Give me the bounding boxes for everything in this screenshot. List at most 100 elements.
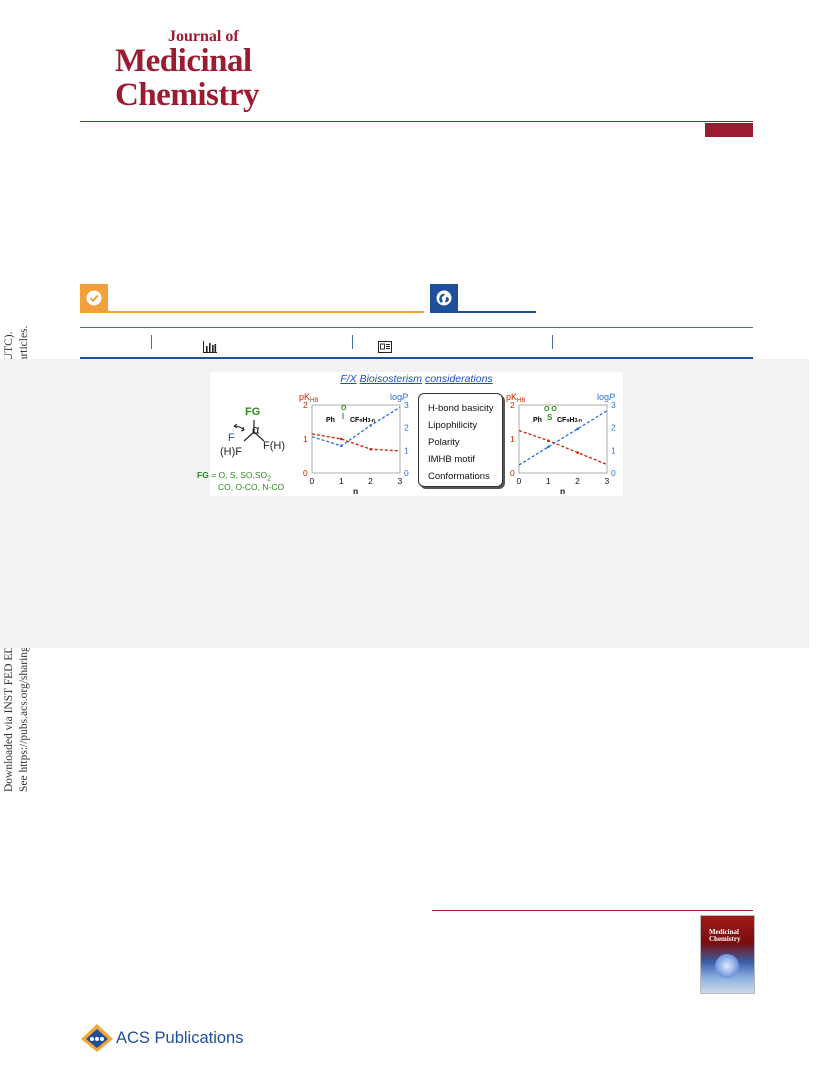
cite-this-underline bbox=[80, 311, 424, 313]
article-recommendations-icon[interactable] bbox=[378, 340, 392, 358]
structure-bonds bbox=[233, 420, 265, 442]
fg-caption-line1: FG = O, S, SO,SO2 bbox=[197, 470, 271, 483]
publisher-name: ACS Publications bbox=[116, 1029, 244, 1047]
compound-ph: Ph bbox=[326, 417, 335, 424]
y-right-tick-label: 3 bbox=[404, 400, 409, 410]
x-axis-label: n bbox=[560, 486, 565, 495]
compound-cf: CFnH3-n bbox=[350, 417, 375, 424]
cover-title-line2: Chemistry bbox=[709, 935, 741, 943]
series-point bbox=[369, 447, 372, 451]
property-item: Lipophilicity bbox=[428, 420, 478, 431]
metrics-separator bbox=[352, 335, 353, 349]
fg-label: FG bbox=[245, 406, 261, 418]
alpha-label: α bbox=[252, 422, 260, 437]
y-left-tick-label: 1 bbox=[303, 434, 308, 444]
series-point bbox=[576, 427, 579, 431]
y-left-label-sub: HB bbox=[310, 398, 318, 404]
cover-art bbox=[715, 954, 739, 978]
compound-ph: Ph bbox=[533, 417, 542, 424]
property-item: H-bond basicity bbox=[428, 403, 494, 414]
y-right-tick-label: 2 bbox=[404, 423, 409, 433]
series-point bbox=[547, 439, 550, 442]
compound-sub-n: n bbox=[566, 418, 569, 424]
open-access-badge[interactable] bbox=[430, 284, 458, 312]
compound-o: O bbox=[341, 405, 347, 412]
x-axis-label: n bbox=[353, 486, 358, 495]
journal-cover-thumbnail[interactable]: Medicinal Chemistry bbox=[700, 915, 755, 994]
plot-frame bbox=[311, 404, 401, 474]
plot-frame bbox=[518, 404, 608, 474]
compound-h: H bbox=[362, 417, 367, 424]
header-rule bbox=[80, 121, 753, 122]
series-line bbox=[311, 433, 401, 452]
fluorine-right: F(H) bbox=[263, 440, 285, 452]
y-right-label: logP bbox=[597, 392, 615, 402]
y-left-tick-label: 0 bbox=[510, 468, 515, 478]
y-right-tick-label: 1 bbox=[404, 445, 409, 455]
fg-structure: FG α F F(H) (H)F FG = O, S, SO,SO2 CO, O… bbox=[197, 402, 300, 497]
series-point bbox=[369, 424, 372, 427]
y-right-tick-label: 3 bbox=[611, 400, 616, 410]
metrics-separator bbox=[151, 335, 152, 349]
y-right-label-italic: P bbox=[609, 392, 615, 402]
series-point bbox=[547, 445, 550, 449]
series-line bbox=[311, 406, 401, 447]
journal-logo-line2: Medicinal bbox=[115, 43, 252, 79]
compound-sub-3n: 3-n bbox=[367, 418, 375, 424]
fluorine-left: F bbox=[228, 432, 235, 444]
compound-sub-3n: 3-n bbox=[574, 418, 582, 424]
acs-emblem-icon bbox=[81, 1024, 113, 1052]
y-left-tick-label: 1 bbox=[510, 434, 515, 444]
x-tick-label: 2 bbox=[368, 476, 373, 486]
fg-caption-fg: FG bbox=[197, 470, 209, 480]
open-access-underline bbox=[430, 311, 536, 313]
compound-s: S bbox=[547, 413, 553, 422]
metrics-separator bbox=[552, 335, 553, 349]
fg-caption-line1-sub: 2 bbox=[267, 474, 272, 483]
y-left-label-sub: HB bbox=[517, 398, 525, 404]
toc-title-part2: Bioisosterism bbox=[359, 373, 423, 385]
fg-caption-line2: CO, O-CO, N-CO bbox=[218, 482, 285, 492]
series-line bbox=[518, 429, 608, 466]
y-left-tick-label: 2 bbox=[510, 400, 515, 410]
series-line bbox=[518, 410, 608, 466]
series-point bbox=[340, 437, 343, 441]
y-left-tick-label: 2 bbox=[303, 400, 308, 410]
article-type-tag bbox=[705, 123, 753, 137]
cover-title-line1: Medicinal bbox=[709, 928, 739, 936]
cover-title: Medicinal Chemistry bbox=[709, 929, 741, 943]
toc-title: F/X Bioisosterism considerations bbox=[210, 373, 623, 385]
x-tick-label: 0 bbox=[310, 476, 315, 486]
x-tick-label: 3 bbox=[398, 476, 403, 486]
y-left-label: pKHB bbox=[299, 392, 318, 404]
y-right-tick-label: 1 bbox=[611, 445, 616, 455]
toc-graphic: F/X Bioisosterism considerations FG α F … bbox=[197, 372, 623, 497]
y-right-label-italic: P bbox=[402, 392, 408, 402]
y-right-tick-label: 0 bbox=[404, 468, 409, 478]
journal-logo-line1: Journal of bbox=[168, 28, 239, 45]
y-right-tick-label: 0 bbox=[611, 468, 616, 478]
metrics-chart-icon[interactable] bbox=[203, 340, 217, 358]
y-right-tick-label: 2 bbox=[611, 423, 616, 433]
x-tick-label: 1 bbox=[546, 476, 551, 486]
checkmark-icon bbox=[86, 290, 102, 306]
y-left-tick-label: 0 bbox=[303, 468, 308, 478]
y-right-label: logP bbox=[390, 392, 408, 402]
x-tick-label: 1 bbox=[339, 476, 344, 486]
metrics-rule-top bbox=[80, 327, 753, 328]
properties-box: H-bond basicity Lipophilicity Polarity I… bbox=[418, 393, 503, 487]
compound-sub-n: n bbox=[359, 418, 362, 424]
cite-this-badge[interactable] bbox=[80, 284, 108, 312]
fg-caption-line1-text: = O, S, SO,SO bbox=[211, 470, 268, 480]
y-left-label: pKHB bbox=[506, 392, 525, 404]
journal-logo-line3: Chemistry bbox=[115, 77, 259, 113]
property-item: Polarity bbox=[428, 437, 460, 448]
series-point bbox=[576, 451, 579, 454]
fluorine-bottom: (H)F bbox=[220, 446, 242, 458]
compound-cf: CFnH3-n bbox=[557, 417, 582, 424]
toc-title-part1: F/X bbox=[340, 373, 357, 385]
acs-logo[interactable] bbox=[80, 1023, 114, 1058]
